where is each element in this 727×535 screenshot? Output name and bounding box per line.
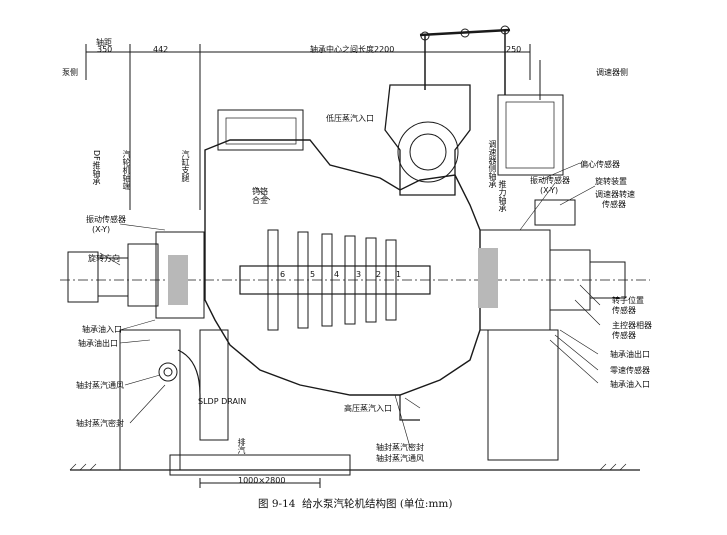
callout-eccentricity-sensor: 偏心传感器 bbox=[580, 160, 620, 169]
callout-main-controller: 主控器相器 bbox=[612, 321, 652, 330]
callout-vibration-sensor: 振动传感器 bbox=[86, 215, 126, 224]
callout-babbitt: 钨铬 bbox=[252, 187, 268, 196]
figure-number: 图 9-14 bbox=[258, 498, 296, 510]
vlabel-turbine-shaft-end: 汽轮机轴端 bbox=[122, 150, 131, 190]
callout-bearing-oil-out-2: 轴承油出口 bbox=[610, 350, 650, 359]
callout-rotating-device: 旋转装置 bbox=[595, 177, 627, 186]
callout-sensor: 传感器 bbox=[602, 200, 626, 209]
callout-bearing-oil-in-2: 轴承油入口 bbox=[610, 380, 650, 389]
callout-alloy: 合金 bbox=[252, 196, 268, 205]
top-housing bbox=[217, 109, 304, 151]
stage-number-5: 5 bbox=[310, 270, 316, 279]
governor-box bbox=[497, 94, 564, 176]
callout-seal-steam-seal: 轴封蒸汽密封 bbox=[76, 419, 124, 428]
stage-number-1: 1 bbox=[396, 270, 402, 279]
dim-bearing-pitch: 轴距 bbox=[96, 38, 112, 47]
stage-number-4: 4 bbox=[334, 270, 340, 279]
callout-bearing-oil-out: 轴承油出口 bbox=[78, 339, 118, 348]
callout-seal-steam-seal-2: 轴封蒸汽密封 bbox=[376, 443, 424, 452]
callout-sensor-3: 传感器 bbox=[612, 331, 636, 340]
pump-side-label: 泵侧 bbox=[62, 68, 78, 77]
callout-rotation-direction: 旋转方向 bbox=[88, 254, 120, 263]
dim-250: 250 bbox=[506, 45, 522, 54]
main-casing bbox=[204, 139, 481, 396]
hp-steam-inlet-pipe bbox=[399, 395, 420, 421]
vlabel-governor-bearing: 调速器侧轴承 bbox=[488, 140, 497, 188]
vlabel-cylinder-leg: 汽缸支腿 bbox=[181, 150, 190, 182]
callout-hp-steam-inlet: 高压蒸汽入口 bbox=[344, 404, 392, 413]
rotating-device bbox=[534, 199, 576, 226]
dim-bottom-span: 1000×2800 bbox=[238, 476, 286, 485]
lp-steam-inlet-dome bbox=[384, 84, 471, 196]
stage-number-6: 6 bbox=[280, 270, 286, 279]
dim-350: 350 bbox=[97, 45, 113, 54]
stage-number-3: 3 bbox=[356, 270, 362, 279]
dim-2200: 轴承中心之间长度2200 bbox=[310, 45, 395, 54]
rotor-stages bbox=[239, 229, 431, 331]
left-bearing-housing bbox=[155, 231, 205, 319]
callout-sldp-drain: SLDP DRAIN bbox=[198, 397, 247, 406]
vlabel-thrust-bearing-2: 推力轴承 bbox=[498, 180, 507, 212]
callout-bearing-oil-in: 轴承油入口 bbox=[82, 325, 122, 334]
governor-side-label: 调速器侧 bbox=[596, 68, 628, 77]
right-pedestal bbox=[487, 329, 559, 461]
stage-number-2: 2 bbox=[376, 270, 382, 279]
governor-lever bbox=[419, 28, 511, 37]
callout-governor-speed: 调速器转速 bbox=[595, 190, 635, 199]
callout-zero-speed-sensor: 零速传感器 bbox=[610, 366, 650, 375]
callout-seal-steam-vent: 轴封蒸汽通风 bbox=[76, 381, 124, 390]
figure-title: 给水泵汽轮机结构图 (单位:mm) bbox=[302, 498, 453, 510]
vlabel-exhaust: 排汽 bbox=[237, 438, 246, 454]
callout-xy-2: (X-Y) bbox=[540, 186, 559, 195]
vlabel-thrust-bearing: DF推轴承 bbox=[92, 150, 101, 185]
dim-442: 442 bbox=[153, 45, 169, 54]
left-pedestal bbox=[119, 329, 181, 471]
callout-sensor-2: 传感器 bbox=[612, 306, 636, 315]
lp-inlet-port bbox=[397, 121, 459, 183]
callout-rotor-position: 转子位置 bbox=[612, 296, 644, 305]
callout-vibration-sensor-2: 振动传感器 bbox=[530, 176, 570, 185]
callout-seal-steam-vent-2: 轴封蒸汽通风 bbox=[376, 454, 424, 463]
base-frame bbox=[169, 454, 351, 476]
callout-xy: (X-Y) bbox=[92, 225, 111, 234]
seal-steam-pipe bbox=[158, 362, 178, 382]
callout-lp-steam-inlet: 低压蒸汽入口 bbox=[326, 114, 374, 123]
